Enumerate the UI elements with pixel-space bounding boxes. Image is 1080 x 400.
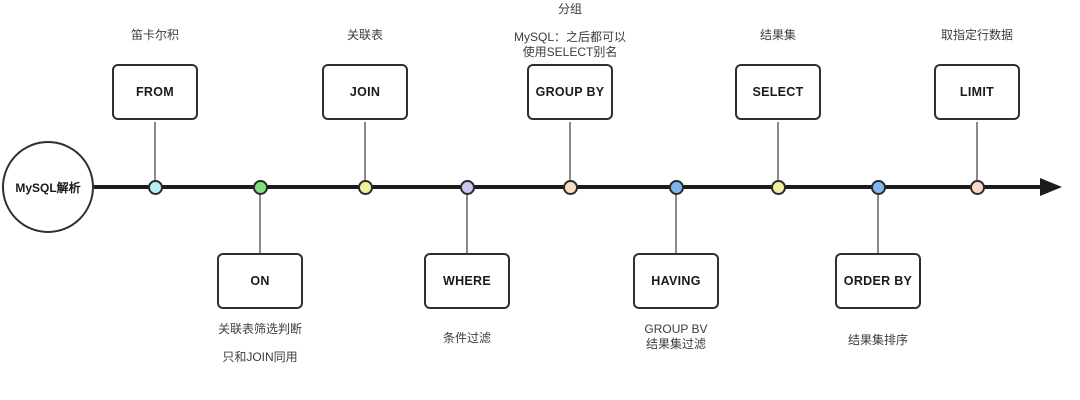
- timeline-dot-on: [253, 180, 268, 195]
- step-box-limit: LIMIT: [934, 64, 1020, 120]
- timeline-dot-select: [771, 180, 786, 195]
- connector-order-by: [877, 194, 879, 253]
- connector-group-by: [569, 122, 571, 180]
- annotation-on-1: 关联表筛选判断: [217, 322, 302, 336]
- annotation-group-by-1: 分组: [557, 2, 582, 16]
- step-box-select: SELECT: [735, 64, 821, 120]
- annotation-having-2: 结果集过滤: [645, 337, 706, 351]
- step-box-group-by: GROUP BY: [527, 64, 613, 120]
- timeline-dot-where: [460, 180, 475, 195]
- connector-select: [777, 122, 779, 180]
- timeline-dot-from: [148, 180, 163, 195]
- timeline-dot-group-by: [563, 180, 578, 195]
- annotation-select: 结果集: [759, 28, 796, 42]
- connector-where: [466, 194, 468, 253]
- connector-join: [364, 122, 366, 180]
- timeline-dot-having: [669, 180, 684, 195]
- annotation-join: 关联表: [346, 28, 383, 42]
- annotation-on-2: 只和JOIN同用: [222, 350, 298, 364]
- timeline-dot-join: [358, 180, 373, 195]
- annotation-where: 条件过滤: [442, 331, 491, 345]
- annotation-having-1: GROUP BV: [644, 322, 708, 336]
- annotation-group-by-3: 使用SELECT别名: [522, 45, 618, 59]
- timeline-dot-limit: [970, 180, 985, 195]
- step-box-on: ON: [217, 253, 303, 309]
- annotation-from: 笛卡尔积: [130, 28, 179, 42]
- connector-on: [259, 194, 261, 253]
- step-box-join: JOIN: [322, 64, 408, 120]
- annotation-order-by: 结果集排序: [847, 333, 908, 347]
- timeline-dot-order-by: [871, 180, 886, 195]
- connector-from: [154, 122, 156, 180]
- step-box-order-by: ORDER BY: [835, 253, 921, 309]
- connector-limit: [976, 122, 978, 180]
- start-circle: MySQL解析: [2, 141, 94, 233]
- timeline-arrow-icon: [1040, 178, 1062, 196]
- connector-having: [675, 194, 677, 253]
- step-box-from: FROM: [112, 64, 198, 120]
- step-box-having: HAVING: [633, 253, 719, 309]
- annotation-limit: 取指定行数据: [940, 28, 1013, 42]
- annotation-group-by-2: MySQL：之后都可以: [513, 30, 626, 44]
- step-box-where: WHERE: [424, 253, 510, 309]
